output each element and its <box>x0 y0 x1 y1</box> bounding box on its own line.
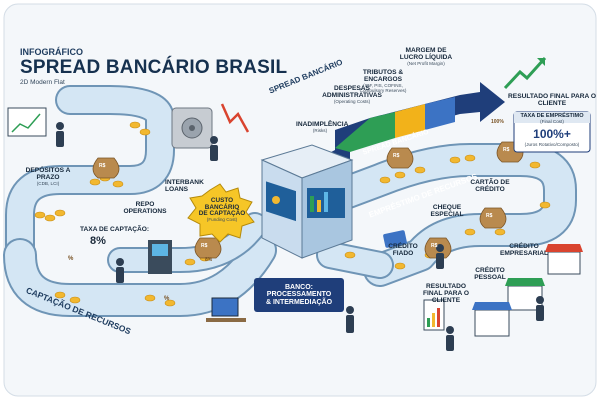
decline-chart-icon <box>220 103 250 133</box>
credito-fiado-label: CRÉDITO FIADO <box>388 243 418 257</box>
banco-line1: BANCO: <box>285 284 313 291</box>
custo-badge-text: CUSTO BANCÁRIO DE CAPTAÇÃO (Funding Cost… <box>190 197 254 223</box>
taxa-captacao-value: 8% <box>90 235 106 247</box>
custo-line1: CUSTO <box>210 197 234 204</box>
credit-card-icon <box>383 230 407 248</box>
people-icons <box>56 122 544 351</box>
bag-symbol: R$ <box>431 243 438 249</box>
custo-line2: BANCÁRIO <box>204 203 240 211</box>
margem-label: MARGEM DE LUCRO LÍQUIDA (Net Profit Marg… <box>396 47 456 67</box>
resultado-box-value: 100%+ <box>533 127 571 141</box>
taxa-captacao-label: TAXA DE CAPTAÇÃO: <box>80 226 150 233</box>
despesas-label: DESPESAS ADMINISTRATIVAS (Operating Cost… <box>322 85 382 105</box>
desk-computer-icon <box>206 297 246 322</box>
resultado-box-label-text: TAXA DE EMPRÉSTIMO <box>520 113 584 119</box>
depositos-label: DEPÓSITOS A PRAZO (CDB, LCI) <box>22 167 74 187</box>
inadimplencia-sub: (Risks) <box>312 127 328 133</box>
inadimplencia-text: INADIMPLÊNCIA <box>296 121 349 128</box>
bag-symbol: R$ <box>99 163 106 169</box>
despesas-text: DESPESAS ADMINISTRATIVAS <box>322 85 382 99</box>
interbank-label: INTERBANK LOANS <box>165 179 204 193</box>
percent-tag: 8% <box>205 257 213 263</box>
banco-line2: PROCESSAMENTO <box>266 291 332 299</box>
resultado-box-note: (Juros Rotativo/Composto) <box>524 142 580 147</box>
big-percent-tag: 100% <box>491 119 504 125</box>
depositos-sub: (CDB, LCI) <box>36 180 60 186</box>
resultado-box-label: TAXA DE EMPRÉSTIMO (Final Cost) <box>514 113 590 125</box>
atm-icon <box>148 240 172 274</box>
custo-line3: DE CAPTAÇÃO <box>198 210 246 218</box>
percent-mark: % <box>68 256 74 262</box>
tributos-label: TRIBUTOS & ENCARGOS (IOF, PIS, COFINS, C… <box>352 69 414 93</box>
credito-empresarial-label: CRÉDITO EMPRESARIAL <box>500 243 548 257</box>
despesas-sub: (Operating Costs) <box>333 98 371 104</box>
margem-text: MARGEM DE LUCRO LÍQUIDA <box>399 47 453 61</box>
depositos-text: DEPÓSITOS A PRAZO <box>25 167 71 181</box>
banco-label-box <box>254 278 344 312</box>
bag-symbol: R$ <box>503 147 510 153</box>
banco-line3: & INTERMEDIAÇÃO <box>265 298 333 306</box>
bag-symbol: R$ <box>201 243 208 249</box>
margem-sub: (Net Profit Margin) <box>407 60 445 66</box>
bag-symbol: R$ <box>486 213 493 219</box>
resultado-box-sub: (Final Cost) <box>540 118 564 124</box>
growth-arrow-icon <box>503 56 547 90</box>
header-kicker: INFOGRÁFICO <box>20 47 83 57</box>
page-title: SPREAD BANCÁRIO BRASIL <box>20 57 288 78</box>
custo-sub: (Funding Cost) <box>206 217 238 223</box>
tributos-sub: (IOF, PIS, COFINS, Compulsory Reserves) <box>359 82 407 93</box>
chart-board-icon <box>7 107 47 137</box>
bank-server <box>260 144 354 259</box>
resultado-bottom-label: RESULTADO FINAL PARA O CLIENTE <box>422 283 470 304</box>
spread-arrow <box>320 82 505 175</box>
repo-label: REPO OPERATIONS <box>123 201 167 215</box>
style-note: 2D Modern Flat <box>20 79 65 86</box>
easel-chart-icon <box>423 299 445 331</box>
vault-icon <box>171 107 213 149</box>
inadimplencia-label: INADIMPLÊNCIA (Risks) <box>296 121 348 134</box>
bag-symbol: R$ <box>393 153 400 159</box>
banco-label-text: BANCO: PROCESSAMENTO & INTERMEDIAÇÃO <box>254 284 344 306</box>
credito-pessoal-label: CRÉDITO PESSOAL <box>474 267 506 281</box>
resultado-title: RESULTADO FINAL PARA O CLIENTE <box>508 93 596 107</box>
percent-mark: % <box>164 296 170 302</box>
custo-badge <box>187 183 255 243</box>
cheque-label: CHEQUE ESPECIAL <box>430 204 464 218</box>
emprestimo-pipe <box>316 143 577 287</box>
tributos-text: TRIBUTOS & ENCARGOS <box>362 69 404 83</box>
cartao-label: CARTÃO DE CRÉDITO <box>470 179 510 193</box>
